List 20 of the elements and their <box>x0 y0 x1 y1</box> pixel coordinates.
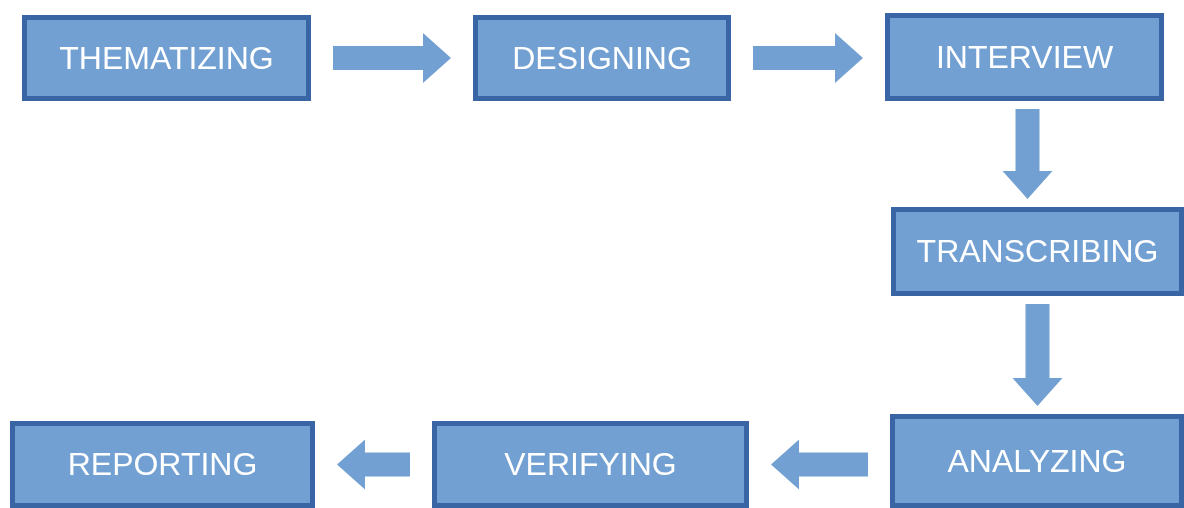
step-label: THEMATIZING <box>59 39 274 77</box>
process-box <box>10 421 315 508</box>
process-box <box>891 207 1184 296</box>
process-box <box>885 13 1164 101</box>
block-arrow <box>333 33 451 83</box>
step-label: TRANSCRIBING <box>916 233 1159 270</box>
process-box <box>473 15 731 101</box>
process-box <box>890 414 1184 508</box>
process-box <box>432 421 749 508</box>
step-label: VERIFYING <box>504 446 677 483</box>
step-label: ANALYZING <box>947 442 1127 480</box>
block-arrow <box>753 33 863 83</box>
block-arrow <box>337 439 410 490</box>
block-arrow <box>1012 304 1063 406</box>
step-label: REPORTING <box>67 446 258 483</box>
process-box <box>22 15 311 101</box>
step-label: INTERVIEW <box>935 38 1114 76</box>
block-arrow <box>771 439 868 490</box>
step-label: DESIGNING <box>512 39 692 77</box>
block-arrow <box>1002 109 1053 199</box>
